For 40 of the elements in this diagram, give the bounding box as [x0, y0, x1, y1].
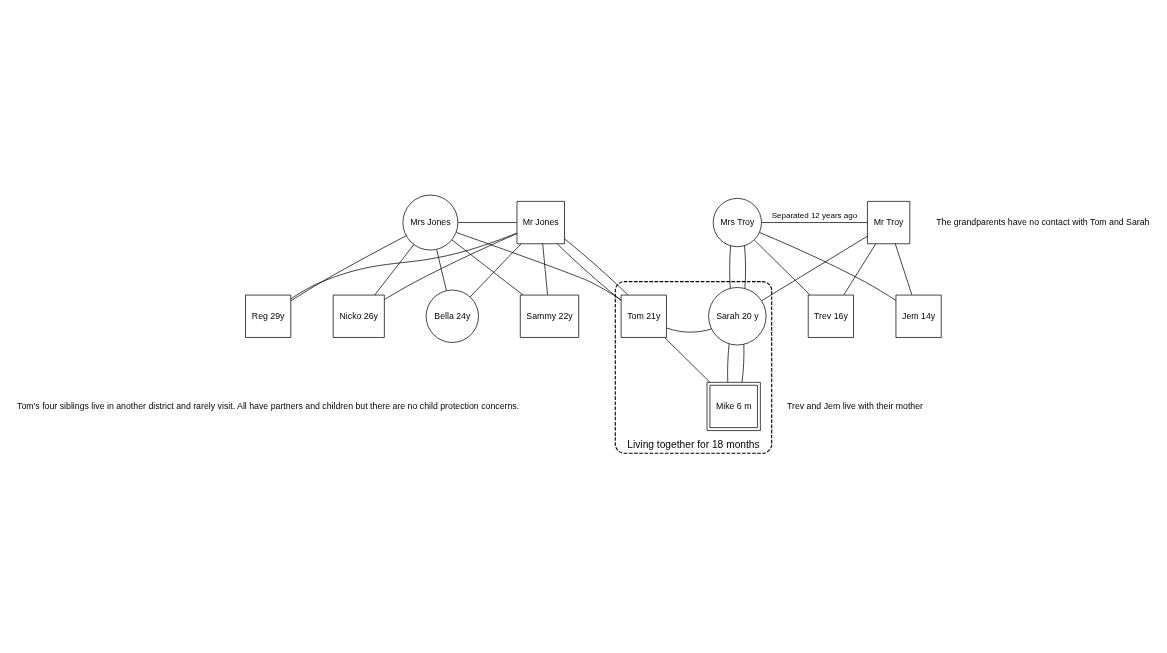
- connector: [759, 231, 897, 301]
- node-box: Nicko 26y: [332, 294, 385, 338]
- connector: [843, 242, 877, 295]
- connector: [451, 239, 524, 295]
- edge-label: Separated 12 years ago: [771, 210, 858, 220]
- connector: [744, 244, 746, 288]
- connector: [761, 235, 868, 301]
- node-box: Trev 16y: [807, 294, 854, 338]
- connector: [469, 242, 522, 297]
- connector: [542, 242, 548, 295]
- connector: [384, 232, 518, 300]
- connector: [727, 343, 730, 382]
- connector: [457, 221, 518, 223]
- node-box: Mr Jones: [516, 200, 565, 244]
- label: Tom's four siblings live in another district and rarely visit. All have partners and children but there are no child protection concerns.: [17, 400, 520, 411]
- node-box: Mr Troy: [867, 200, 911, 244]
- node-circle: Mrs Jones: [402, 194, 459, 250]
- connector: [741, 343, 745, 383]
- node-box: Sammy 22y: [519, 294, 580, 338]
- connector: [456, 231, 622, 300]
- node-circle: Mrs Troy: [712, 197, 762, 247]
- node-circle: Bella 24y: [425, 289, 479, 343]
- connector: [290, 232, 518, 299]
- label: Trev and Jem live with their mother: [786, 400, 924, 411]
- connector: [761, 221, 868, 223]
- connector: [729, 245, 731, 289]
- connector: [894, 242, 913, 295]
- node-box: Reg 29y: [245, 294, 292, 338]
- node-box: Jem 14y: [895, 294, 942, 338]
- connector: [374, 243, 415, 295]
- connector: [666, 327, 712, 332]
- node-box: Tom 21y: [620, 294, 667, 338]
- connector: [664, 336, 711, 382]
- connector: [564, 238, 629, 295]
- label: The grandparents have no contact with Tom and Sarah: [936, 216, 1150, 227]
- connector: [290, 234, 407, 301]
- connector: [753, 239, 811, 295]
- node-circle: Sarah 20 y: [708, 286, 767, 345]
- connector: [436, 248, 447, 291]
- connector: [556, 242, 622, 301]
